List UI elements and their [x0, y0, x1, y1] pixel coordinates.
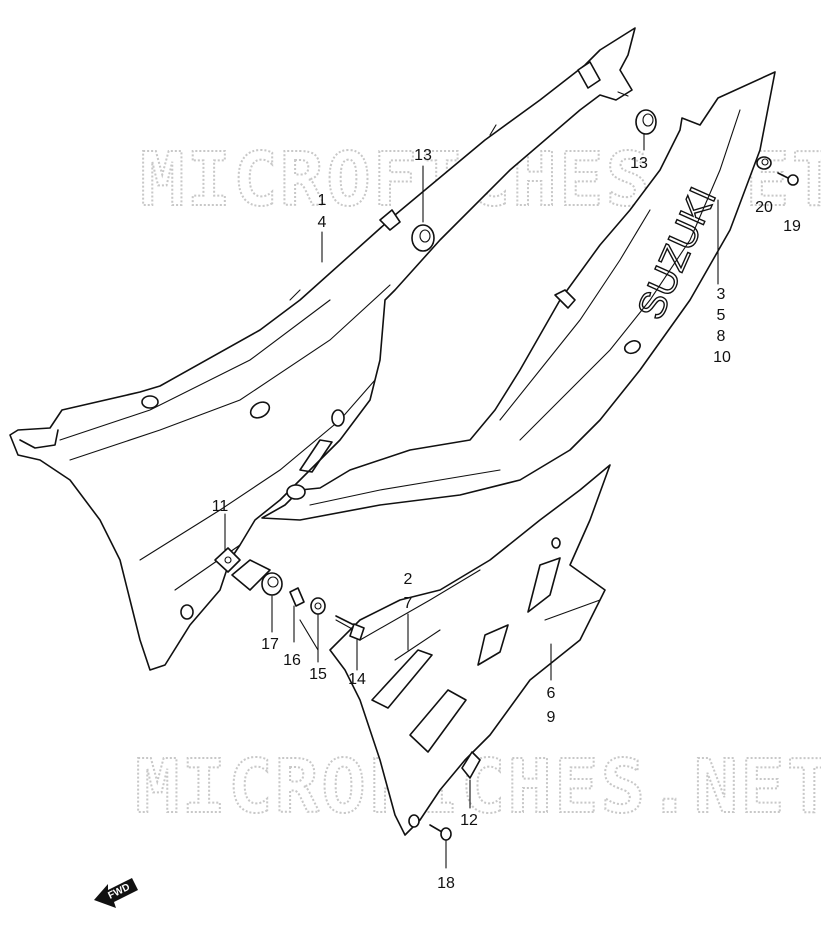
callout-6: 6 — [547, 685, 556, 702]
callout-1: 1 — [318, 192, 327, 209]
callout-10: 10 — [713, 349, 731, 366]
callout-13-left: 13 — [414, 147, 432, 164]
lower-side-panel — [329, 464, 611, 836]
screw-18 — [429, 824, 452, 841]
callout-9: 9 — [547, 709, 556, 726]
screw-19 — [777, 172, 799, 186]
grommet-13-left — [411, 224, 435, 252]
callout-20: 20 — [755, 199, 773, 216]
callout-17: 17 — [261, 636, 279, 653]
callout-19: 19 — [783, 218, 801, 235]
callout-16: 16 — [283, 652, 301, 669]
nut-20 — [756, 156, 772, 170]
grommet-13-right — [635, 109, 657, 135]
fwd-arrow-icon: FWD — [94, 878, 138, 908]
callout-7: 7 — [404, 595, 413, 612]
suzuki-s-logo-icon — [623, 340, 641, 355]
grommet-17 — [261, 572, 283, 596]
bracket-11 — [214, 547, 271, 591]
callout-11: 11 — [212, 498, 229, 515]
bolt-14 — [335, 615, 365, 641]
callout-18: 18 — [437, 875, 455, 892]
washer-15 — [310, 597, 326, 615]
callout-2: 2 — [404, 571, 413, 588]
leader-lines — [224, 133, 719, 869]
callout-8: 8 — [717, 328, 726, 345]
callout-3: 3 — [717, 286, 726, 303]
clip-12 — [461, 751, 481, 779]
left-frame-cover — [9, 27, 636, 671]
callout-12: 12 — [460, 812, 478, 829]
callout-4: 4 — [318, 214, 327, 231]
right-frame-cover: SUZUKI — [261, 71, 776, 521]
callout-14: 14 — [348, 671, 366, 688]
callout-5: 5 — [717, 307, 726, 324]
collar-16 — [289, 587, 305, 607]
callout-13-right: 13 — [630, 155, 648, 172]
callout-15: 15 — [309, 666, 327, 683]
